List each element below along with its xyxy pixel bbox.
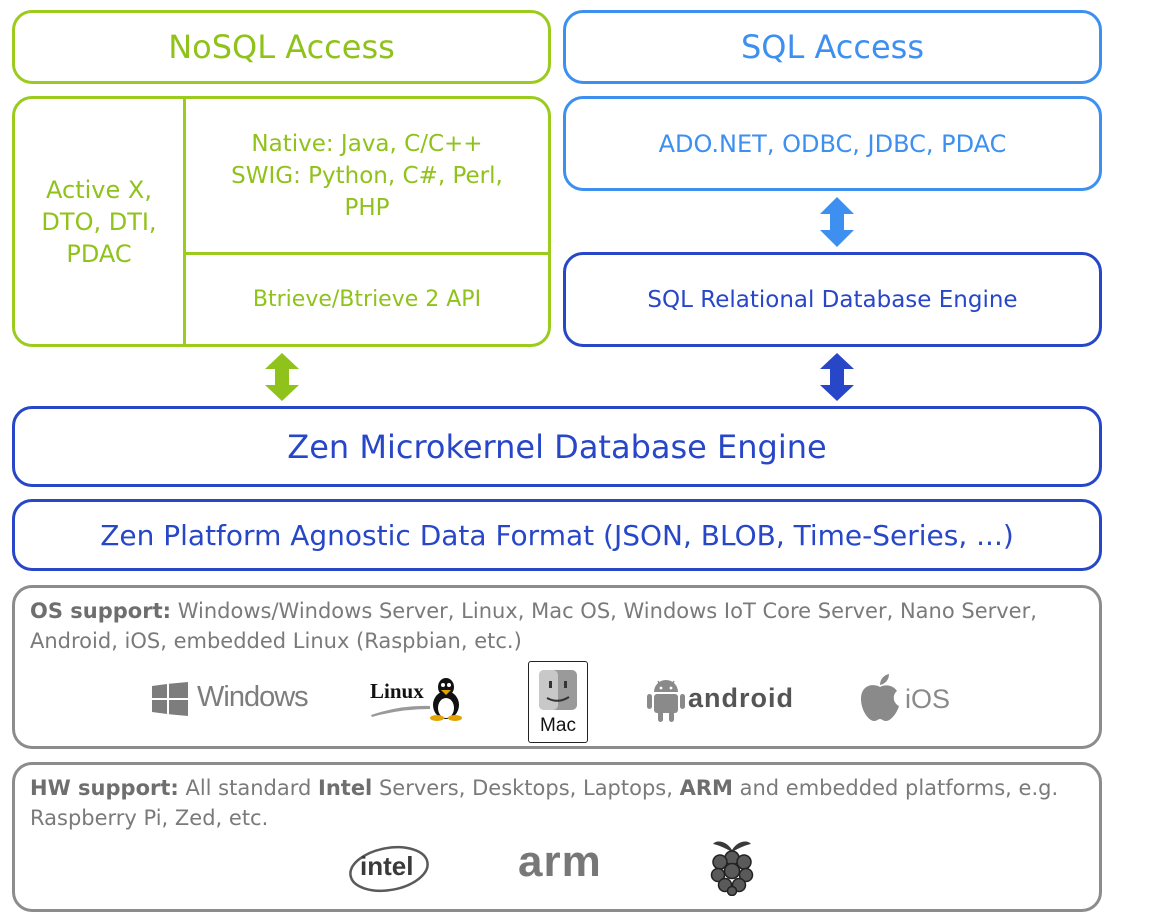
nosql-access-header: NoSQL Access bbox=[12, 10, 551, 84]
hw-arm-bold: ARM bbox=[679, 776, 733, 800]
swig-line: SWIG: Python, C#, Perl, bbox=[231, 162, 503, 189]
raspberry-pi-logo-icon bbox=[710, 841, 754, 896]
intel-logo-icon bbox=[349, 845, 429, 893]
sql-access-header: SQL Access bbox=[563, 10, 1102, 84]
hw-support-label: HW support: bbox=[30, 776, 179, 800]
native-swig-cell: Native: Java, C/C++ SWIG: Python, C#, Pe… bbox=[186, 99, 548, 255]
os-support-description: Windows/Windows Server, Linux, Mac OS, W… bbox=[30, 599, 1037, 653]
hw-support-box: HW support: All standard Intel Servers, … bbox=[12, 762, 1102, 912]
android-logo-text: android bbox=[688, 683, 794, 713]
dto-dti-line: DTO, DTI, bbox=[41, 207, 157, 236]
hw-text-2: Servers, Desktops, Laptops, bbox=[372, 776, 680, 800]
arm-logo-text: arm bbox=[518, 837, 602, 886]
sql-to-microkernel-arrow bbox=[820, 353, 854, 401]
hw-support-text: HW support: All standard Intel Servers, … bbox=[30, 773, 1084, 833]
sql-relational-engine-label: SQL Relational Database Engine bbox=[647, 286, 1018, 313]
zen-microkernel-engine-label: Zen Microkernel Database Engine bbox=[287, 427, 827, 466]
zen-data-format-box: Zen Platform Agnostic Data Format (JSON,… bbox=[12, 499, 1102, 571]
btrieve-api-label: Btrieve/Btrieve 2 API bbox=[252, 287, 482, 312]
nosql-to-microkernel-arrow bbox=[265, 353, 299, 401]
apple-logo-icon bbox=[861, 674, 899, 721]
windows-logo-icon bbox=[152, 682, 188, 716]
nosql-api-box: Active X, DTO, DTI, PDAC Native: Java, C… bbox=[12, 96, 551, 347]
intel-logo-text: intel bbox=[360, 851, 414, 881]
mac-logo-text: Mac bbox=[540, 715, 576, 736]
os-support-label: OS support: bbox=[30, 599, 172, 623]
zen-data-format-label: Zen Platform Agnostic Data Format (JSON,… bbox=[100, 518, 1014, 552]
activex-line: Active X, bbox=[46, 175, 152, 204]
nosql-access-title: NoSQL Access bbox=[168, 28, 395, 66]
btrieve-api-cell: Btrieve/Btrieve 2 API bbox=[186, 255, 548, 344]
sql-relational-engine-box: SQL Relational Database Engine bbox=[563, 252, 1102, 347]
hw-intel-bold: Intel bbox=[318, 776, 373, 800]
os-support-text: OS support: Windows/Windows Server, Linu… bbox=[30, 596, 1084, 656]
tux-penguin-icon bbox=[430, 678, 462, 721]
sql-drivers-box: ADO.NET, ODBC, JDBC, PDAC bbox=[563, 96, 1102, 191]
windows-logo-text: Windows bbox=[197, 681, 309, 713]
pdac-line: PDAC bbox=[66, 239, 132, 268]
mac-logo-icon: Mac bbox=[528, 661, 588, 743]
linux-swoosh-icon bbox=[371, 705, 430, 717]
sql-drivers-engine-arrow bbox=[820, 197, 854, 247]
hw-text-1: All standard bbox=[178, 776, 319, 800]
native-line: Native: Java, C/C++ bbox=[251, 130, 483, 157]
ios-logo-text: iOS bbox=[905, 684, 951, 714]
activex-dto-cell: Active X, DTO, DTI, PDAC bbox=[15, 99, 186, 344]
android-robot-icon bbox=[647, 680, 685, 722]
sql-drivers-label: ADO.NET, ODBC, JDBC, PDAC bbox=[658, 129, 1007, 158]
zen-microkernel-engine-box: Zen Microkernel Database Engine bbox=[12, 406, 1102, 487]
linux-logo-text: Linux bbox=[370, 679, 424, 703]
php-line: PHP bbox=[344, 194, 390, 221]
sql-access-title: SQL Access bbox=[740, 28, 925, 66]
hw-text-3: and embedded platforms, e.g. Raspberry P… bbox=[30, 776, 1059, 830]
